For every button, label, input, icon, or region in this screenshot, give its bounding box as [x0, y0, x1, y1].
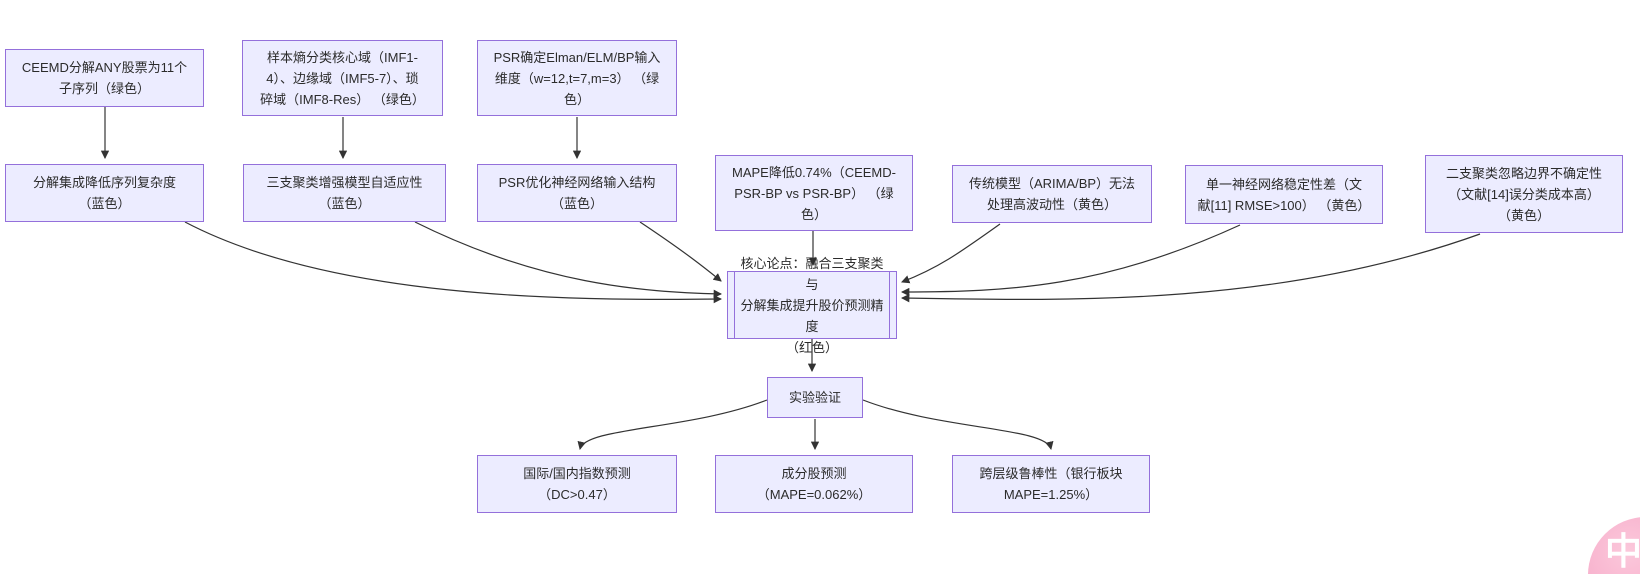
edge-experiment-to-index [577, 399, 768, 451]
node-index-prediction: 国际/国内指数预测 （DC>0.47） [477, 455, 677, 513]
node-experiment-validation: 实验验证 [767, 377, 863, 418]
translate-button-label: 中A [1605, 531, 1640, 572]
edge-psrbenefit-to-core [639, 221, 722, 282]
node-component-stock-prediction: 成分股预测 （MAPE=0.062%） [715, 455, 913, 513]
node-psr-input-dimension: PSR确定Elman/ELM/BP输入 维度（w=12,t=7,m=3） （绿 … [477, 40, 677, 116]
edge-decomp-to-core [184, 221, 723, 304]
edge-experiment-to-robustness [862, 399, 1054, 451]
node-twoway-clustering-gap: 二支聚类忽略边界不确定性 （文献[14]误分类成本高） （黄色） [1425, 155, 1623, 233]
edge-twoway-to-core [900, 233, 1481, 303]
edge-threeway-to-core [414, 221, 723, 299]
edge-singlenn-to-core [900, 224, 1241, 297]
node-decomposition-benefit: 分解集成降低序列复杂度 （蓝色） [5, 164, 204, 222]
node-single-nn-gap: 单一神经网络稳定性差（文 献[11] RMSE>100） （黄色） [1185, 165, 1383, 224]
edge-traditional-to-core [901, 223, 1001, 284]
node-core-thesis: 核心论点：融合三支聚类与 分解集成提升股价预测精度 （红色） [727, 256, 897, 355]
node-cross-level-robustness: 跨层级鲁棒性（银行板块 MAPE=1.25%） [952, 455, 1150, 513]
node-sample-entropy-classification: 样本熵分类核心域（IMF1- 4）、边缘域（IMF5-7）、琐 碎域（IMF8-… [242, 40, 443, 116]
node-traditional-model-gap: 传统模型（ARIMA/BP）无法 处理高波动性（黄色） [952, 165, 1152, 223]
translate-button[interactable]: 中A [1588, 517, 1640, 574]
node-threeway-clustering-benefit: 三支聚类增强模型自适应性 （蓝色） [243, 164, 446, 222]
node-mape-evidence: MAPE降低0.74%（CEEMD- PSR-BP vs PSR-BP） （绿 … [715, 155, 913, 231]
node-ceemd-decomposition: CEEMD分解ANY股票为11个 子序列（绿色） [5, 49, 204, 107]
node-psr-optimization-benefit: PSR优化神经网络输入结构 （蓝色） [477, 164, 677, 222]
